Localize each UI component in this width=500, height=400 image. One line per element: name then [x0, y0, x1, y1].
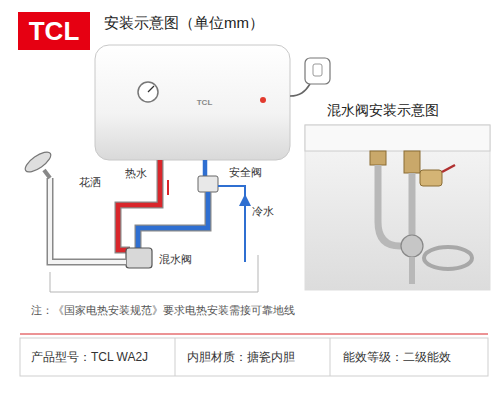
shower-arm: [44, 170, 50, 178]
indicator-light: [260, 97, 266, 103]
table-cell: 内胆材质：搪瓷内胆: [186, 350, 296, 364]
cold-pipe-outline: [138, 192, 208, 250]
part-label: 花洒: [78, 176, 102, 189]
diagram-title: 安装示意图（单位mm）: [104, 14, 264, 32]
cold-pipe: [138, 192, 208, 250]
power-cord: [290, 84, 310, 96]
steel-pipe: [409, 173, 416, 236]
gauge-needle: [148, 86, 154, 92]
brand-text: TCL: [197, 98, 213, 107]
mixing-valve-photo: [401, 235, 423, 257]
cold-inlet-pipe: [203, 160, 208, 176]
steel-pipe: [409, 257, 415, 284]
water-heater: TCL: [95, 45, 290, 160]
install-note: 注：《国家电热安装规范》要求电热安装需接可靠地线: [30, 304, 296, 317]
safety-valve-photo: [420, 170, 442, 186]
shower-pipe-outline: [50, 178, 126, 262]
flow-arrow: [244, 200, 246, 225]
steel-pipe: [378, 165, 418, 246]
shower-head: [22, 148, 53, 175]
brand-logo: TCL: [18, 12, 90, 50]
flow-arrow: [167, 180, 169, 195]
safety-valve: [198, 176, 218, 192]
valve-handle: [424, 247, 472, 269]
table-cell: 能效等级：二级能效: [342, 350, 452, 364]
part-label: 混水阀: [158, 253, 193, 266]
plug-face: [313, 64, 322, 76]
mixing-valve: [126, 248, 152, 268]
inset-photo: [305, 125, 490, 290]
cold-supply-line: [218, 186, 245, 262]
part-label: 安全阀: [228, 166, 263, 179]
brass-nut: [404, 151, 420, 173]
brand-text: TCL: [29, 16, 80, 47]
heater-underside: [305, 125, 490, 151]
valve-lever: [442, 165, 455, 172]
table-cell: 产品型号：TCL WA2J: [30, 350, 149, 364]
table-grid: [330, 338, 331, 376]
inset-photo-panel: 混水阀安装示意图: [305, 100, 490, 290]
shower-pipe: [50, 178, 126, 262]
table-grid: [20, 338, 488, 376]
gauge: [138, 82, 158, 102]
part-label: 冷水: [251, 205, 275, 218]
inset-heading: 混水阀安装示意图: [327, 102, 439, 120]
table-rule: [20, 334, 488, 335]
heater-body: [95, 45, 290, 160]
brass-nut: [370, 151, 386, 165]
table-grid: [175, 338, 176, 376]
power-plug: [305, 58, 330, 84]
part-label: 热水: [124, 167, 148, 180]
